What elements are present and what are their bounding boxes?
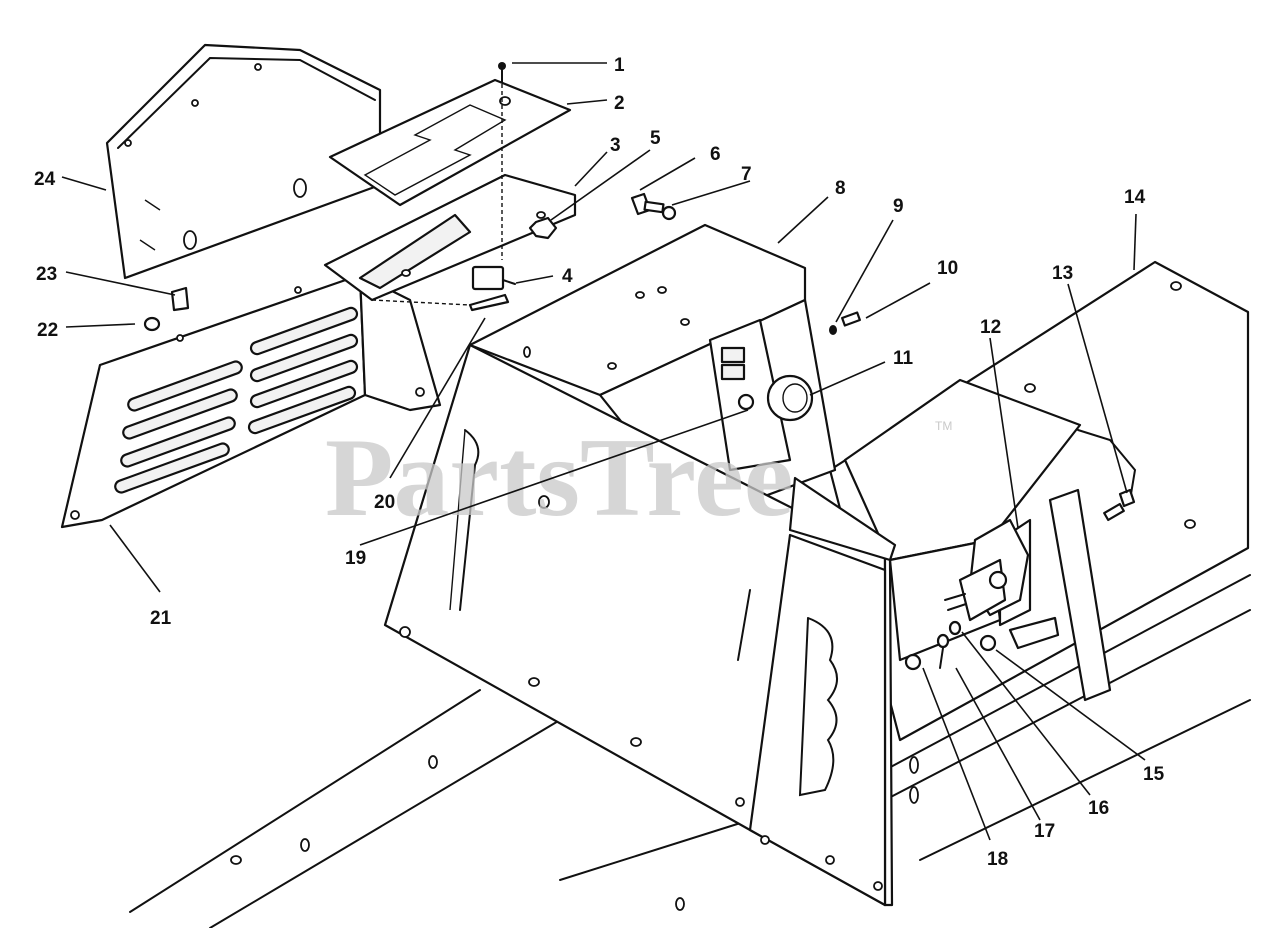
- front-panel: [383, 343, 897, 907]
- leader-lines: [61, 62, 1146, 841]
- part-4-switch: [468, 265, 516, 312]
- part-1-screw: [498, 62, 506, 83]
- part-12-switch-assembly: [944, 518, 1030, 622]
- callout-4: 4: [562, 266, 573, 287]
- callouts: 1 2 3 4 5 6 7 8 9 10 11 12 13 14 15 16 1…: [34, 55, 1165, 870]
- watermark: PartsTree TM: [325, 416, 952, 540]
- callout-9: 9: [893, 196, 904, 217]
- part-24-hood: [105, 43, 382, 280]
- base-frame: [129, 574, 1251, 928]
- callout-12: 12: [980, 317, 1001, 338]
- part-11-knob: [766, 374, 814, 422]
- callout-17: 17: [1034, 821, 1055, 842]
- watermark-trademark: TM: [935, 419, 952, 433]
- part-7-washer: [661, 205, 677, 221]
- callout-13: 13: [1052, 263, 1073, 284]
- part-9-washer: [829, 325, 837, 335]
- part-23-clip: [170, 286, 190, 312]
- part-16-washer: [948, 620, 962, 636]
- part-2-plate: [328, 78, 572, 207]
- callout-8: 8: [835, 178, 846, 199]
- callout-20: 20: [374, 492, 395, 513]
- callout-23: 23: [36, 264, 57, 285]
- part-17-terminal: [936, 633, 950, 669]
- callout-10: 10: [937, 258, 958, 279]
- callout-19: 19: [345, 548, 366, 569]
- assembly-lines: [371, 84, 503, 306]
- part-15-nut: [979, 634, 997, 652]
- callout-15: 15: [1143, 764, 1165, 785]
- part-18-nut: [904, 653, 922, 671]
- callout-11: 11: [893, 348, 914, 369]
- callout-1: 1: [614, 55, 625, 76]
- callout-14: 14: [1124, 187, 1146, 208]
- callout-6: 6: [710, 144, 721, 165]
- part-5-nut: [528, 216, 558, 240]
- louvers: [114, 306, 359, 494]
- part-22-screw: [143, 316, 161, 332]
- callout-5: 5: [650, 128, 661, 149]
- callout-21: 21: [150, 608, 172, 629]
- callout-3: 3: [610, 135, 621, 156]
- part-19-nut: [737, 393, 755, 411]
- callout-22: 22: [37, 320, 58, 341]
- callout-16: 16: [1088, 798, 1109, 819]
- watermark-text: PartsTree: [325, 416, 794, 540]
- callout-7: 7: [741, 164, 752, 185]
- callout-2: 2: [614, 93, 625, 114]
- callout-18: 18: [987, 849, 1008, 870]
- callout-24: 24: [34, 169, 56, 190]
- part-3-bracket: [323, 173, 577, 302]
- part-21-louver-panel: [60, 273, 442, 529]
- part-10-screw: [841, 311, 861, 327]
- part-6-bolt: [630, 192, 665, 216]
